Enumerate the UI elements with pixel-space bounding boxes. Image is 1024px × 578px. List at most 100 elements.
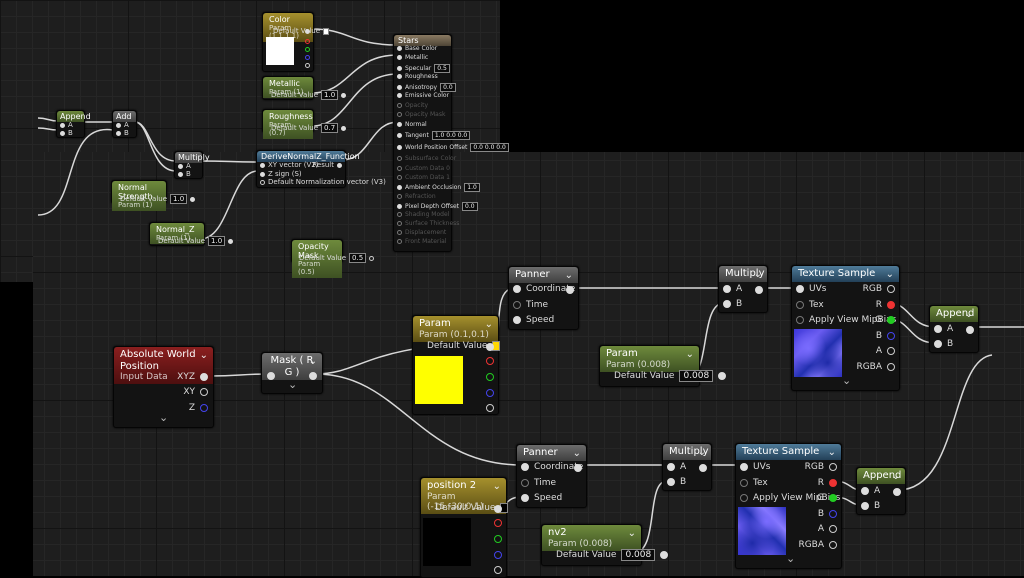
chevron-down-icon[interactable]: ⌄ (697, 447, 706, 458)
material-input-value[interactable]: 0.0 (462, 202, 478, 211)
add-node[interactable]: Add A B (112, 110, 137, 138)
input-pin[interactable] (397, 46, 402, 51)
output-pin[interactable] (190, 196, 196, 202)
chevron-down-icon[interactable]: ⌄ (627, 528, 636, 539)
output-pin-result[interactable] (337, 162, 342, 168)
input-pin-a[interactable] (178, 163, 183, 169)
chevron-down-icon[interactable]: ⌄ (685, 349, 694, 360)
output-pin[interactable] (718, 372, 727, 380)
input-pin-b[interactable] (667, 478, 675, 486)
input-pin-b[interactable] (934, 340, 942, 348)
default-value-field[interactable]: 1.0 (321, 90, 339, 100)
append-node-top[interactable]: Append A B (56, 110, 91, 138)
default-value-field[interactable]: 1.0 (170, 194, 188, 204)
expand-chevron-icon[interactable]: ⌄ (842, 374, 852, 387)
input-pin[interactable] (397, 103, 402, 108)
chevron-down-icon[interactable]: ⌄ (492, 481, 501, 492)
input-pin-tex[interactable] (740, 479, 748, 487)
input-pin[interactable] (397, 212, 402, 217)
input-pin[interactable] (397, 55, 402, 60)
output-pin-b[interactable] (305, 55, 310, 60)
derive-normal-z-function-node[interactable]: DeriveNormalZ_Function XY vector (V2) Re… (256, 150, 386, 188)
input-pin-b[interactable] (723, 300, 731, 308)
input-pin-tex[interactable] (796, 301, 804, 309)
chevron-down-icon[interactable]: ⌄ (484, 319, 493, 330)
input-pin-coordinate[interactable] (521, 463, 529, 471)
input-pin[interactable] (397, 185, 402, 190)
input-pin[interactable] (397, 112, 402, 117)
input-pin[interactable] (397, 239, 402, 244)
chevron-down-icon[interactable]: ⌄ (199, 350, 208, 361)
expand-chevron-icon[interactable]: ⌄ (786, 552, 796, 565)
output-pin-r[interactable] (829, 479, 837, 487)
default-value-field[interactable]: 0.008 (679, 370, 714, 382)
default-value-field[interactable]: 1.0 (208, 236, 226, 246)
input-pin[interactable] (397, 194, 402, 199)
output-pin-b[interactable] (887, 332, 895, 340)
chevron-down-icon[interactable]: ⌄ (885, 269, 894, 280)
output-pin-a[interactable] (829, 525, 837, 533)
output-pin-g[interactable] (486, 373, 494, 381)
panner-node-1[interactable]: Panner⌄ Coordinate Time Speed (508, 266, 579, 330)
input-pin-b[interactable] (116, 130, 121, 136)
input-pin-a[interactable] (116, 122, 121, 128)
panner-node-2[interactable]: Panner⌄ Coordinate Time Speed (516, 444, 587, 508)
input-pin-uvs[interactable] (796, 285, 804, 293)
output-pin-a[interactable] (305, 63, 310, 68)
output-pin-a[interactable] (486, 404, 494, 412)
input-pin[interactable] (397, 133, 402, 138)
chevron-down-icon[interactable]: ⌄ (753, 269, 762, 280)
output-pin[interactable] (341, 92, 347, 98)
output-pin-g[interactable] (305, 47, 310, 52)
multiply-node-top[interactable]: Multiply A B (174, 151, 210, 179)
input-pin-b[interactable] (861, 502, 869, 510)
output-pin-rgba[interactable] (887, 363, 895, 371)
output-pin[interactable] (755, 286, 763, 294)
output-pin-rgba[interactable] (829, 541, 837, 549)
output-pin[interactable] (494, 505, 502, 513)
append-node-1[interactable]: Append⌄ A B (929, 305, 979, 353)
input-pin-speed[interactable] (521, 494, 529, 502)
input-pin[interactable] (397, 204, 402, 209)
append-node-2[interactable]: Append⌄ A B (856, 467, 906, 515)
output-pin-g[interactable] (887, 316, 895, 324)
chevron-down-icon[interactable]: ⌄ (564, 270, 573, 281)
output-pin[interactable] (341, 125, 347, 131)
multiply-node-2[interactable]: Multiply⌄ A B (662, 443, 712, 491)
output-pin-xyz[interactable] (200, 373, 208, 381)
output-pin-g[interactable] (829, 494, 837, 502)
input-pin[interactable] (397, 230, 402, 235)
output-pin[interactable] (305, 29, 310, 34)
input-pin[interactable] (397, 145, 402, 150)
input-pin[interactable] (397, 122, 402, 127)
output-pin[interactable] (486, 343, 494, 351)
chevron-down-icon[interactable]: ⌄ (308, 356, 317, 367)
input-pin-time[interactable] (513, 301, 521, 309)
input-pin[interactable] (397, 166, 402, 171)
output-pin-a[interactable] (887, 347, 895, 355)
input-pin-mip[interactable] (796, 316, 804, 324)
output-pin-rgb[interactable] (829, 463, 837, 471)
input-pin[interactable] (397, 85, 402, 90)
texture-sample-node-1[interactable]: Texture Sample⌄ UVs RGB Tex R Apply View… (791, 265, 900, 391)
input-pin-coordinate[interactable] (513, 285, 521, 293)
expand-chevron-icon[interactable]: ⌄ (288, 378, 298, 391)
input-pin-a[interactable] (60, 122, 65, 128)
input-pin-a[interactable] (934, 325, 942, 333)
chevron-down-icon[interactable]: ⌄ (891, 471, 900, 482)
output-pin-a[interactable] (494, 566, 502, 574)
chevron-down-icon[interactable]: ⌄ (572, 448, 581, 459)
output-pin[interactable] (574, 464, 582, 472)
